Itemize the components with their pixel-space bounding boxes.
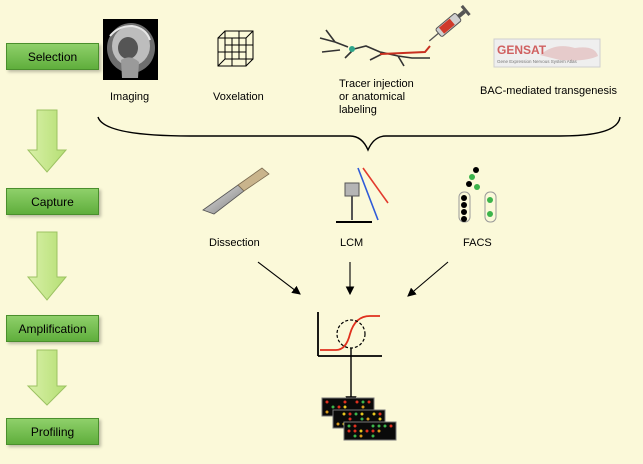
microarray-spot bbox=[360, 417, 364, 421]
arrow-facs bbox=[407, 261, 449, 297]
microarray-spot bbox=[361, 400, 365, 404]
microarray-spot bbox=[353, 424, 357, 428]
step-capture: Capture bbox=[6, 188, 99, 215]
label-bac: BAC-mediated transgenesis bbox=[480, 85, 617, 97]
microarray-slide bbox=[343, 421, 397, 441]
microarray-spot bbox=[371, 424, 375, 428]
label-voxelation: Voxelation bbox=[213, 91, 264, 103]
microarray-spot bbox=[377, 424, 381, 428]
microarray-spot bbox=[342, 412, 346, 416]
microarray-spot bbox=[389, 424, 393, 428]
microarray-spot bbox=[359, 434, 363, 438]
microarray-spot bbox=[372, 412, 376, 416]
microarray-spot bbox=[343, 405, 347, 409]
svg-text:Gene Expression Nervous System: Gene Expression Nervous System Atlas bbox=[497, 59, 578, 64]
microarray-spot bbox=[331, 405, 335, 409]
microarray-spot bbox=[347, 424, 351, 428]
microarray-spot bbox=[371, 434, 375, 438]
microarray-spot bbox=[378, 412, 382, 416]
microarray-spot bbox=[325, 410, 329, 414]
amplification-curve-icon bbox=[317, 312, 382, 357]
down-arrow-2 bbox=[26, 231, 68, 301]
scalpel-icon bbox=[202, 167, 270, 215]
microarray-icon bbox=[321, 397, 397, 441]
curly-brace bbox=[97, 116, 621, 152]
microarray-spot bbox=[359, 429, 363, 433]
microarray-spot bbox=[371, 429, 375, 433]
down-arrow-1 bbox=[26, 109, 68, 173]
microarray-spot bbox=[325, 400, 329, 404]
mri-brain-icon bbox=[103, 19, 158, 80]
microarray-spot bbox=[353, 429, 357, 433]
microarray-spot bbox=[337, 405, 341, 409]
neuron-syringe-icon bbox=[319, 4, 471, 67]
step-profiling: Profiling bbox=[6, 418, 99, 445]
step-amplification: Amplification bbox=[6, 315, 99, 342]
microarray-spot bbox=[378, 417, 382, 421]
label-lcm: LCM bbox=[340, 237, 364, 249]
microarray-spot bbox=[365, 429, 369, 433]
label-imaging: Imaging bbox=[110, 91, 150, 103]
lcm-microscope-icon bbox=[336, 167, 389, 223]
label-dissection: Dissection bbox=[209, 237, 260, 249]
label-tracer: Tracer injection or anatomical labeling bbox=[339, 78, 414, 116]
microarray-spot bbox=[361, 405, 365, 409]
microarray-spot bbox=[377, 429, 381, 433]
microarray-spot bbox=[366, 417, 370, 421]
gensat-logo: GENSAT Gene Expression Nervous System At… bbox=[493, 38, 601, 68]
microarray-spot bbox=[354, 412, 358, 416]
voxel-cubes-icon bbox=[217, 30, 254, 67]
microarray-spot bbox=[353, 434, 357, 438]
microarray-spot bbox=[360, 412, 364, 416]
microarray-spot bbox=[343, 400, 347, 404]
microarray-spot bbox=[355, 400, 359, 404]
facs-sorter-icon bbox=[458, 167, 497, 223]
step-selection: Selection bbox=[6, 43, 99, 70]
microarray-spot bbox=[347, 429, 351, 433]
microarray-spot bbox=[383, 424, 387, 428]
microarray-spot bbox=[367, 400, 371, 404]
arrow-dissection bbox=[257, 261, 301, 295]
microarray-spot bbox=[348, 417, 352, 421]
microarray-spot bbox=[336, 422, 340, 426]
label-facs: FACS bbox=[463, 237, 492, 249]
down-arrow-3 bbox=[26, 349, 68, 406]
microarray-spot bbox=[348, 412, 352, 416]
svg-text:GENSAT: GENSAT bbox=[497, 43, 547, 57]
